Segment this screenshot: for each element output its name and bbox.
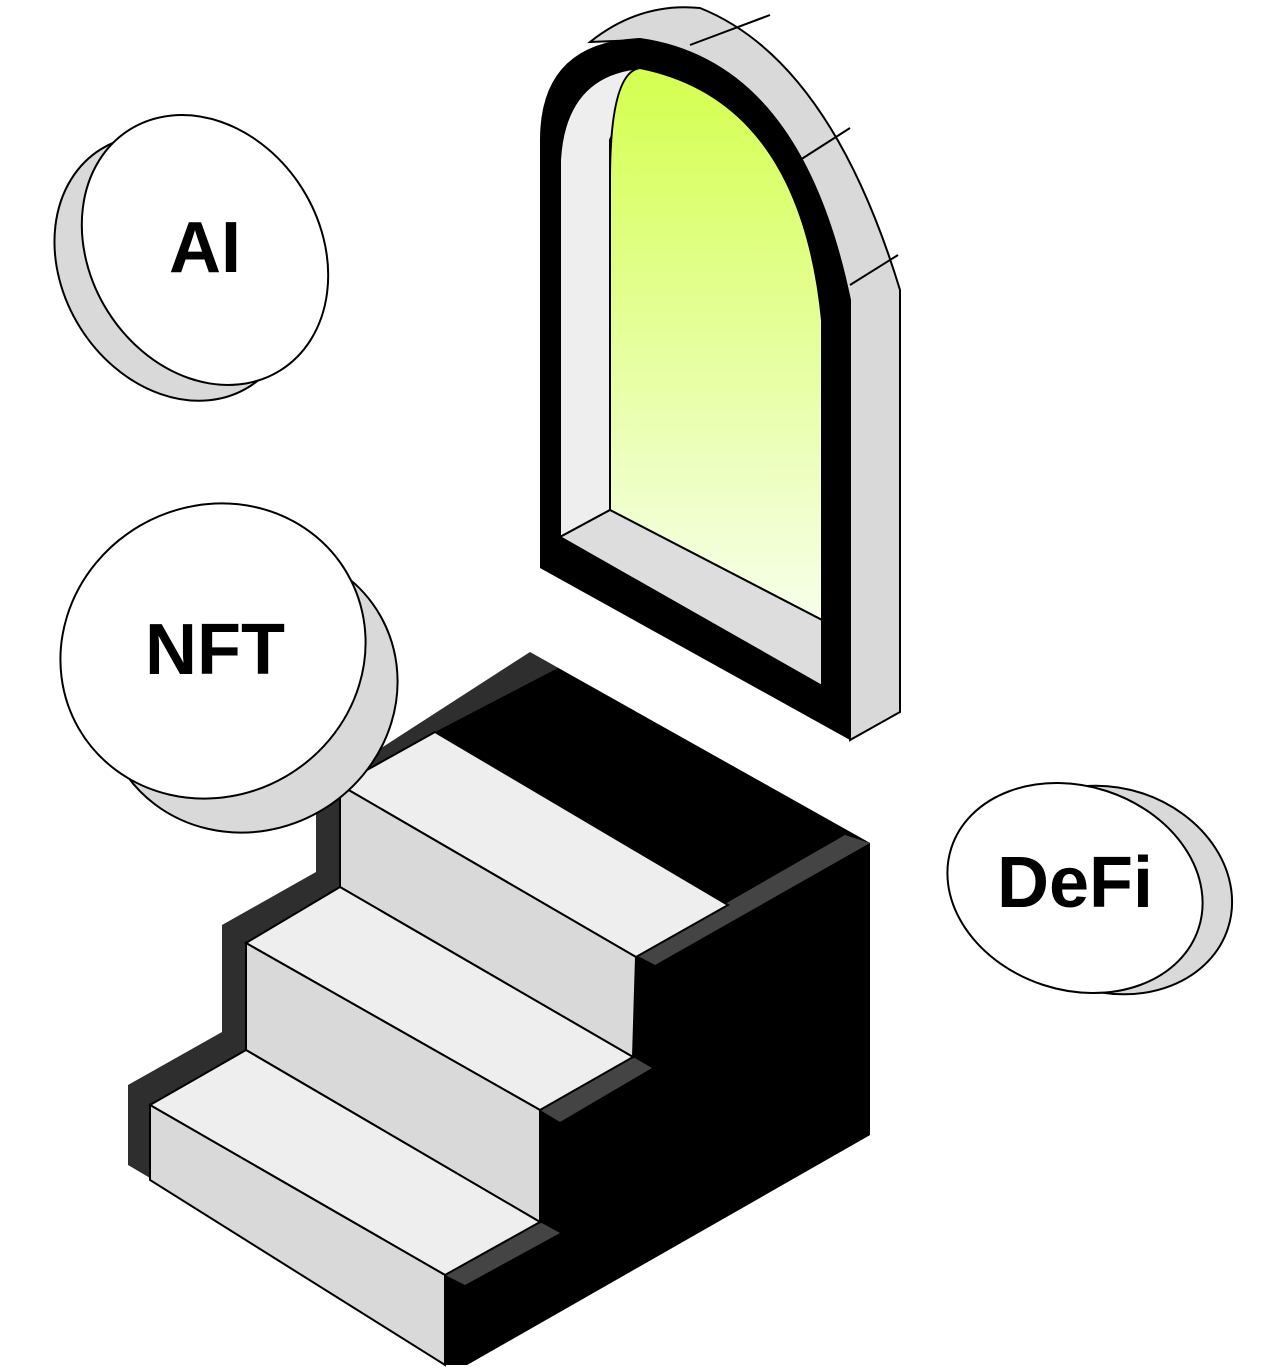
coin-ai: AI: [53, 114, 330, 402]
coin-defi: DeFi: [946, 782, 1234, 996]
ledge-top: [636, 835, 870, 965]
arched-window: [540, 6, 901, 742]
staircase: [128, 652, 870, 1367]
ledge-mid: [540, 1057, 652, 1122]
window-glow: [609, 66, 823, 622]
coin-nft: NFT: [59, 502, 399, 834]
step-bottom-riser: [149, 1103, 446, 1367]
coin-label: AI: [169, 208, 241, 288]
coin-label: NFT: [145, 610, 285, 690]
ledge-bottom: [445, 1222, 560, 1285]
coin-label: DeFi: [997, 843, 1153, 923]
window-sill: [557, 508, 823, 688]
